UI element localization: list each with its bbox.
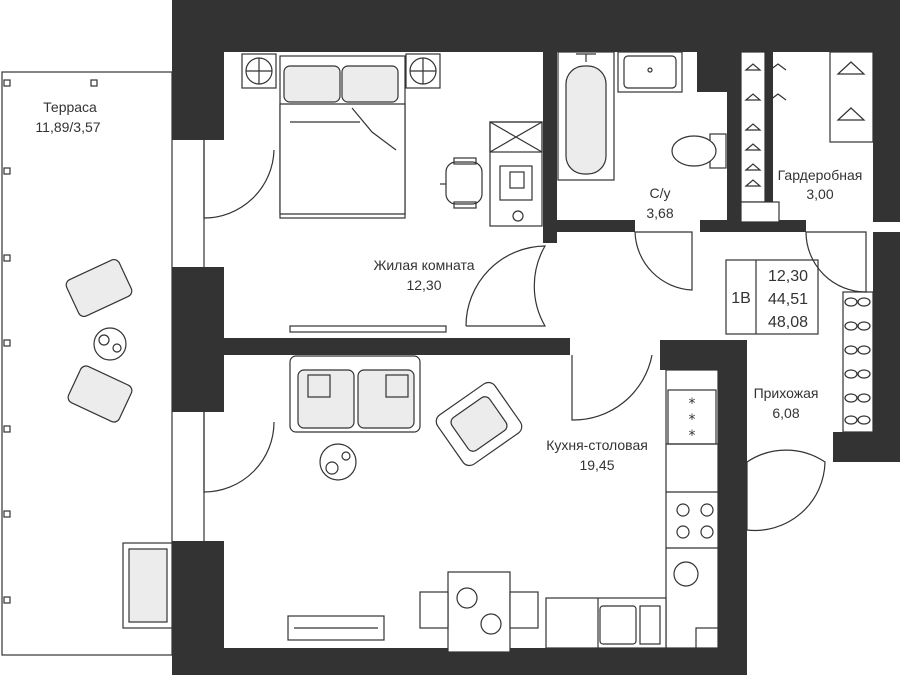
hallway-name: Прихожая: [754, 385, 819, 401]
door-living-terrace: [203, 140, 275, 267]
terrace-bench: [122, 542, 174, 629]
svg-text:*: *: [689, 412, 696, 428]
tv-kitchen: [287, 615, 385, 641]
bathtub: [557, 51, 615, 181]
total-area: 44,51: [768, 291, 808, 308]
desk-chair: [440, 157, 483, 209]
svg-text:*: *: [689, 428, 696, 444]
wardrobe-room: [740, 51, 874, 293]
labels: Терраса 11,89/3,57 Жилая комната 12,30 С…: [35, 99, 862, 473]
terrace: [1, 71, 174, 656]
armchair: [435, 381, 523, 467]
tv-bedroom: [289, 325, 447, 333]
terrace-sunbed-bottom: [67, 365, 133, 423]
summary-box: [725, 259, 819, 335]
terrace-area: 11,89/3,57: [35, 119, 100, 135]
bathroom: [557, 51, 727, 291]
living-room: [203, 53, 547, 333]
nightstand-left: [241, 53, 277, 89]
kitchen-counter: * * *: [545, 369, 719, 649]
sofa: [289, 355, 421, 433]
total-area-with-terrace: 48,08: [768, 314, 808, 331]
kitchen-sink: [599, 605, 661, 645]
wardrobe-area: 3,00: [806, 186, 833, 202]
door-wardrobe: [805, 231, 867, 293]
door-bathroom: [634, 231, 693, 291]
fridge: * * *: [667, 389, 717, 445]
hallway-area: 6,08: [772, 405, 799, 421]
door-kitchen-terrace: [203, 412, 275, 541]
kitchen: * * *: [203, 355, 719, 653]
living-area: 12,30: [406, 277, 441, 293]
dining-set: [419, 571, 539, 653]
walls: [172, 0, 900, 675]
terrace-table: [93, 327, 127, 361]
bathroom-name: С/у: [650, 185, 671, 201]
door-kitchen-hall: [571, 354, 653, 421]
door-living-hall: [465, 245, 547, 327]
wardrobe-name: Гардеробная: [778, 167, 863, 183]
bathroom-area: 3,68: [646, 205, 673, 221]
apartment-type: 1В: [731, 290, 751, 307]
shoe-rack: [844, 297, 871, 425]
living-name: Жилая комната: [373, 257, 474, 273]
bed: [279, 55, 406, 219]
entrance-door: [746, 449, 826, 532]
kitchen-name: Кухня-столовая: [546, 437, 648, 453]
svg-text:*: *: [689, 396, 696, 412]
coffee-table: [319, 443, 357, 481]
nightstand-right: [405, 53, 441, 89]
washbasin: [617, 51, 683, 93]
terrace-sunbed-top: [65, 258, 133, 318]
cooktop: [676, 503, 714, 539]
terrace-name: Терраса: [43, 99, 97, 115]
kitchen-area: 19,45: [579, 457, 614, 473]
hallway: [571, 291, 874, 532]
toilet: [671, 133, 727, 169]
desk: [489, 121, 543, 227]
living-area-total: 12,30: [768, 268, 808, 285]
